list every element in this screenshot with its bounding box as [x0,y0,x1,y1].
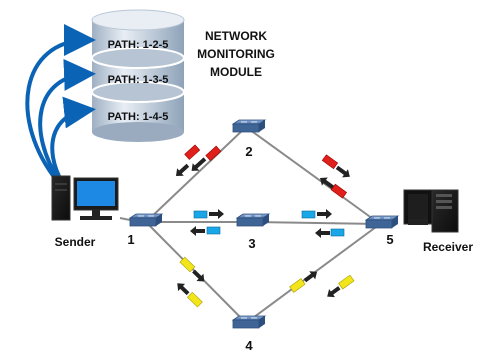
receiver-label: Receiver [423,240,473,254]
blue-packet-3 [301,210,316,219]
red-packet-group-a [184,144,207,171]
link-1-2 [145,126,247,223]
yellow-packet-group-d [327,274,355,298]
yellow-packet-group-b [177,283,203,308]
yellow-packet-group-c [289,271,318,293]
blue-packet-1 [193,210,208,219]
database-stack: PATH: 1-2-5 PATH: 1-3-5 PATH: 1-4-5 [91,9,185,142]
module-title-line-2: MONITORING [197,47,275,61]
node-label-3: 3 [248,236,255,251]
node-label-4: 4 [245,338,253,353]
report-arrow-2 [38,58,96,184]
report-arrow-1 [25,24,96,184]
database-path-1: PATH: 1-2-5 [108,39,169,51]
module-title: NETWORK MONITORING MODULE [197,29,275,79]
routers [128,119,400,329]
blue-packets [190,209,345,238]
router-3-icon [235,213,271,227]
blue-packet-2 [206,226,221,235]
link-3-5 [251,221,381,225]
red-packets [176,144,350,199]
yellow-packets [177,256,355,308]
router-1-icon [128,213,164,227]
sender-computer-icon [51,175,119,221]
black-arrow-1-2 [176,163,190,176]
report-arrow-3 [50,96,96,183]
router-4-icon [231,315,267,329]
blue-arrow-right-1 [209,209,224,219]
blue-packet-4 [330,228,345,237]
node-label-5: 5 [386,232,393,247]
receiver-computer-icon [403,189,459,233]
sender-label: Sender [55,235,96,249]
blue-arrow-right-2 [317,209,332,219]
node-label-1: 1 [127,232,134,247]
module-title-line-1: NETWORK [205,29,267,43]
red-packet-group-d [320,177,348,199]
database-segment-1 [91,9,185,69]
report-arrows [25,24,96,184]
link-2-5 [245,126,381,225]
router-2-icon [231,119,267,133]
node-label-2: 2 [245,144,252,159]
database-path-2: PATH: 1-3-5 [108,74,169,86]
red-packet-group-c [321,154,350,178]
router-5-icon [364,215,400,229]
blue-arrow-left-2 [315,228,330,238]
module-title-line-3: MODULE [210,65,262,79]
database-path-3: PATH: 1-4-5 [108,111,169,123]
red-packet-group-b [205,145,222,162]
node-labels: 1 2 3 4 5 [127,144,393,353]
yellow-packet-group-a [179,256,205,282]
blue-arrow-left-1 [190,226,205,236]
